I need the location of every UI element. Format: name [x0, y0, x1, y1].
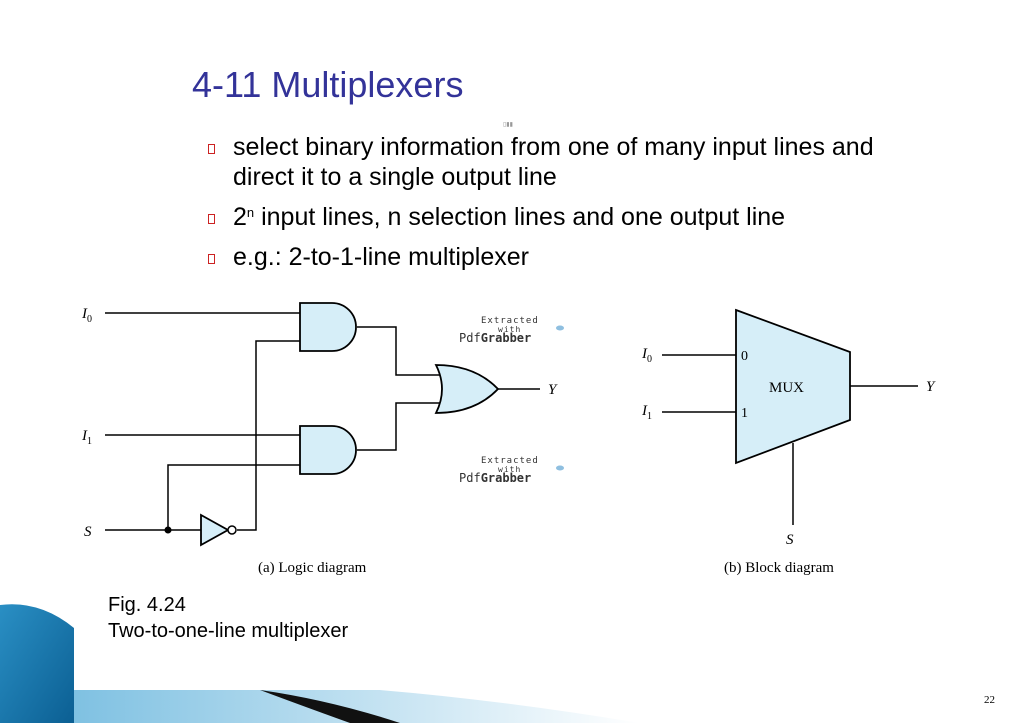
or-gate [434, 364, 500, 414]
bullet-text-base: 2 [233, 203, 247, 231]
svg-text:Extracted: Extracted [481, 456, 539, 466]
caption-logic: (a) Logic diagram [258, 560, 367, 576]
bullet-item: select binary information from one of ma… [205, 132, 905, 192]
label-pin-0: 0 [741, 349, 748, 364]
svg-text:with: with [498, 325, 521, 334]
watermark-1: Extracted with PdfGrabber [459, 316, 564, 345]
label-y: Y [548, 382, 558, 398]
logic-diagram: I0 I1 S Y (a) Logic diagram Extracted wi… [81, 302, 564, 576]
svg-text:PdfGrabber: PdfGrabber [459, 471, 531, 485]
slide-title: 4-11 Multiplexers [192, 64, 464, 105]
left-wave-decoration [0, 604, 74, 723]
bullet-list: select binary information from one of ma… [205, 132, 905, 282]
label-mux: MUX [769, 380, 804, 396]
svg-text:with: with [498, 465, 521, 474]
block-diagram: I0 I1 0 1 MUX Y S (b) Block diagram [641, 308, 936, 576]
bullet-text-exponent: n [246, 205, 255, 220]
bullet-square-icon [208, 144, 215, 154]
svg-text:PdfGrabber: PdfGrabber [459, 331, 531, 345]
label-i0: I0 [81, 306, 92, 325]
tiny-mark-icon: ▯▮▮ [503, 122, 513, 128]
wire-s-to-and1 [167, 464, 300, 530]
bottom-wave-light [74, 690, 640, 723]
label-block-y: Y [926, 379, 936, 395]
mux-block [735, 308, 851, 465]
label-block-i0: I0 [641, 346, 652, 365]
caption-block: (b) Block diagram [724, 560, 834, 576]
wire-sbar-to-and0 [237, 340, 300, 531]
page-number: 22 [984, 694, 995, 706]
bullet-text-rest: input lines, n selection lines and one o… [261, 203, 786, 231]
and-gate-0 [299, 302, 357, 352]
inverter-bubble [227, 525, 237, 535]
bullet-item: e.g.: 2-to-1-line multiplexer [205, 242, 905, 272]
bullet-text: select binary information from one of ma… [233, 133, 874, 191]
label-i1: I1 [81, 428, 92, 447]
label-block-i1: I1 [641, 403, 652, 422]
watermark-dot-icon [556, 465, 564, 471]
bullet-square-icon [208, 214, 215, 224]
figure-caption: Fig. 4.24 Two-to-one-line multiplexer [108, 592, 348, 644]
wire-and0-to-or [357, 326, 442, 376]
and-gate-1 [299, 425, 357, 475]
wire-and1-to-or [357, 402, 442, 451]
junction-dot [164, 526, 172, 534]
figure-number: Fig. 4.24 [108, 594, 186, 616]
figure-title: Two-to-one-line multiplexer [108, 620, 349, 642]
label-pin-1: 1 [741, 406, 748, 421]
label-block-s: S [786, 532, 794, 548]
inverter-gate [200, 513, 230, 547]
bullet-item: 2n input lines, n selection lines and on… [205, 202, 905, 232]
label-s: S [84, 524, 92, 540]
watermark-dot-icon [556, 325, 564, 331]
watermark-2: Extracted with PdfGrabber [459, 456, 564, 485]
bottom-wave-dark [260, 690, 400, 723]
bullet-text: e.g.: 2-to-1-line multiplexer [233, 243, 529, 271]
bullet-square-icon [208, 254, 215, 264]
svg-text:Extracted: Extracted [481, 316, 539, 326]
